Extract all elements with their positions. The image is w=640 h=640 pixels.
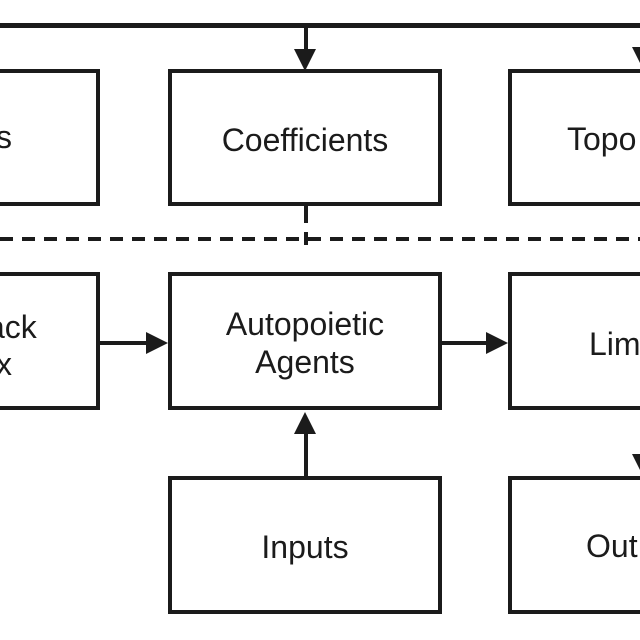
arrow-inputs-to-agents-shaft [304, 432, 308, 477]
mid-left-box-label-fragment-line1: ack [0, 309, 37, 345]
mid-right-box-label-fragment: Lim [589, 326, 640, 362]
bottom-right-box [508, 476, 640, 614]
bottom-right-box-label-fragment: Out [586, 528, 638, 564]
arrow-agents-to-midright-head-icon [486, 331, 508, 354]
autopoietic-agents-label-line2: Agents [255, 344, 355, 380]
autopoietic-agents-label: Autopoietic Agents [226, 301, 384, 381]
autopoietic-agents-box: Autopoietic Agents [168, 272, 442, 410]
top-right-box-label-fragment: Topo [567, 121, 637, 157]
top-left-box [0, 69, 100, 206]
mid-right-box [508, 272, 640, 410]
arrow-top-to-coefficients-head-icon [294, 49, 316, 71]
inputs-label: Inputs [261, 529, 349, 565]
dashed-divider-line [0, 237, 640, 241]
arrow-midleft-to-agents-shaft [100, 341, 148, 345]
arrow-agents-to-midright-shaft [442, 341, 488, 345]
arrow-inputs-to-agents-head-icon [294, 412, 316, 434]
mid-left-box-label-fragment-line2: x [0, 346, 12, 382]
arrow-to-bottomright-head-icon [632, 454, 640, 476]
coefficients-dashed-stub-segment-1 [304, 206, 308, 223]
top-left-box-label-fragment: s [0, 119, 12, 155]
coefficients-label: Coefficients [221, 121, 389, 158]
mid-left-box [0, 272, 100, 410]
arrow-midleft-to-agents-head-icon [146, 331, 168, 354]
top-connector-line [0, 23, 640, 28]
coefficients-box: Coefficients [168, 69, 442, 206]
arrow-top-to-topright-head-icon [632, 47, 640, 69]
top-right-box [508, 69, 640, 206]
inputs-box: Inputs [168, 476, 442, 614]
arrow-top-to-coefficients-shaft [304, 26, 308, 51]
autopoietic-agents-label-line1: Autopoietic [225, 306, 385, 342]
